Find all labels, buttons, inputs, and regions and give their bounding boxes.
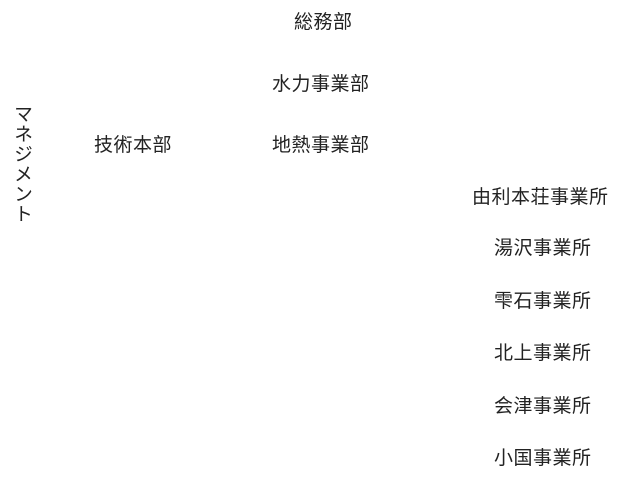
node-technical-headquarters: 技術本部 [94,134,173,156]
node-shizukuishi-office: 雫石事業所 [494,290,592,312]
node-yurihonjo-office: 由利本荘事業所 [472,186,609,208]
root-node-management: マネジメント [11,104,33,224]
node-yuzawa-office: 湯沢事業所 [494,237,592,259]
node-aizu-office: 会津事業所 [494,395,592,417]
node-general-affairs: 総務部 [294,11,353,33]
node-oguni-office: 小国事業所 [494,447,592,469]
node-kitakami-office: 北上事業所 [494,342,592,364]
node-geothermal-division: 地熱事業部 [272,134,370,156]
node-hydropower-division: 水力事業部 [272,73,370,95]
